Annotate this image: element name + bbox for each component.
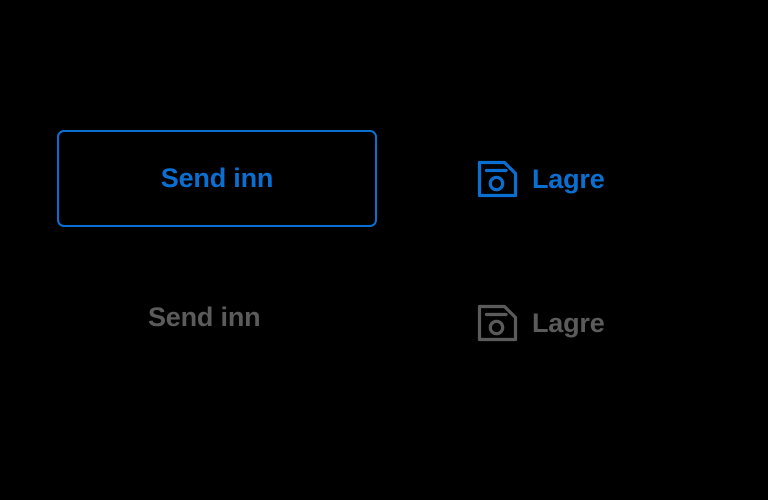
submit-button-label: Send inn	[160, 163, 274, 193]
save-icon-disabled	[477, 304, 518, 342]
submit-button-disabled: Send inn	[148, 302, 261, 332]
save-icon	[477, 160, 518, 198]
save-icon-disabled-wrapper	[477, 304, 518, 342]
save-icon-wrapper	[477, 160, 518, 198]
submit-button-disabled-label: Send inn	[148, 302, 261, 332]
save-button[interactable]: Lagre	[477, 160, 605, 198]
submit-button[interactable]: Send inn	[57, 130, 377, 227]
save-button-disabled: Lagre	[477, 304, 605, 342]
save-button-label: Lagre	[532, 163, 605, 194]
save-button-disabled-label: Lagre	[532, 307, 605, 338]
